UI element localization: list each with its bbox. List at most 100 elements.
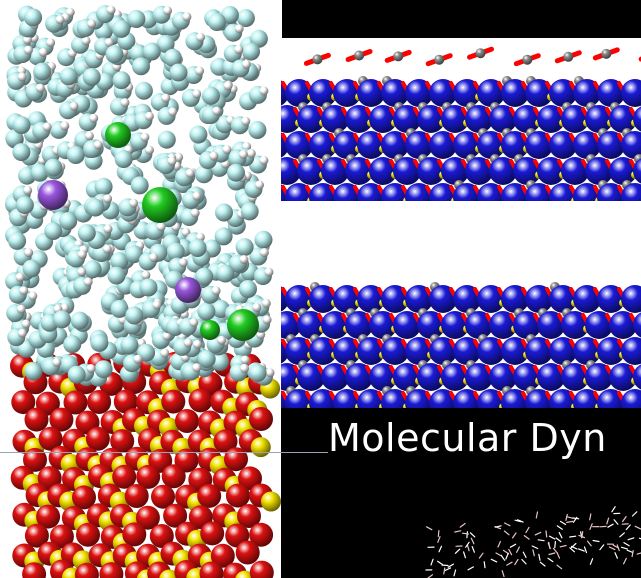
water-oxygen-atom [238, 150, 248, 159]
water-oxygen-atom [23, 185, 33, 195]
oxygen-atom [24, 407, 49, 432]
water-hydrogen-atom [44, 158, 63, 177]
trajectory-bond [437, 560, 444, 566]
trajectory-bond [495, 552, 502, 557]
water-oxygen-atom [190, 208, 200, 218]
blue-atom [477, 79, 505, 107]
water-oxygen-atom [144, 145, 154, 155]
blue-atom [561, 311, 589, 339]
water-oxygen-atom [192, 89, 202, 99]
trajectory-bond [512, 532, 517, 539]
water-oxygen-atom [77, 267, 87, 277]
blue-atom [609, 157, 637, 185]
blue-atom [537, 363, 565, 391]
trajectory-bond [508, 548, 513, 556]
blue-atom [513, 311, 541, 339]
blue-atom [477, 337, 505, 365]
trajectory-bond [516, 546, 520, 553]
water-oxygen-atom [19, 286, 29, 296]
oxygen-atom [188, 388, 213, 413]
trajectory-bond [592, 539, 600, 543]
trajectory-bond [569, 547, 575, 553]
blue-atom [297, 363, 325, 391]
blue-atom [321, 311, 349, 339]
blue-atom [333, 131, 361, 159]
blue-atom [549, 285, 577, 313]
blue-atom [501, 79, 529, 107]
trajectory-bond [522, 551, 527, 558]
water-hydrogen-atom [235, 238, 254, 257]
blue-atom [441, 157, 469, 185]
trajectory-bond [552, 547, 558, 554]
blue-atom [621, 131, 641, 159]
trajectory-bond [555, 537, 562, 543]
trajectory-bond [466, 531, 468, 539]
md-trajectory-render [425, 506, 641, 578]
trajectory-bond [554, 541, 556, 549]
water-hydrogen-atom [166, 242, 185, 261]
water-oxygen-atom [23, 45, 33, 55]
trajectory-bond [478, 552, 484, 559]
water-oxygen-atom [17, 328, 27, 338]
oxygen-atom [225, 483, 250, 508]
blue-atom [537, 311, 565, 339]
oxygen-atom [74, 562, 99, 578]
blue-atom [513, 105, 541, 133]
trajectory-bond [466, 544, 470, 552]
blue-atom [417, 157, 445, 185]
trajectory-bond [463, 551, 466, 559]
blue-atom [429, 285, 457, 313]
blue-atom [285, 285, 313, 313]
water-hydrogen-atom [66, 146, 85, 164]
blue-atom [597, 131, 625, 159]
blue-atom [321, 105, 349, 133]
trajectory-bond [465, 541, 470, 548]
blue-atom [357, 337, 385, 365]
blue-atom [321, 157, 349, 185]
blue-atom [369, 105, 397, 133]
blue-atom [345, 157, 373, 185]
water-oxygen-atom [83, 277, 93, 287]
trajectory-bond [537, 539, 545, 542]
trajectory-bond [504, 522, 511, 527]
trajectory-bond [539, 561, 546, 567]
blue-atom [417, 105, 445, 133]
water-hydrogen-atom [215, 203, 233, 222]
trajectory-bond [437, 536, 441, 543]
water-hydrogen-atom [214, 227, 233, 246]
trajectory-bond [525, 526, 530, 534]
trajectory-bond [626, 549, 634, 554]
water-hydrogen-atom [12, 116, 31, 135]
blue-atom [333, 337, 361, 365]
trajectory-bond [430, 558, 434, 566]
water-hydrogen-atom [63, 335, 82, 354]
blue-atom [381, 337, 409, 365]
trajectory-bond [589, 513, 592, 521]
blue-atom [285, 131, 313, 159]
water-oxygen-atom [69, 101, 79, 111]
blue-atom [345, 363, 373, 391]
water-oxygen-atom [240, 355, 250, 365]
trajectory-bond [559, 520, 567, 526]
blue-atom [585, 105, 613, 133]
oxygen-atom [161, 464, 186, 489]
blue-atom [549, 131, 577, 159]
water-hydrogen-atom [236, 9, 255, 28]
blue-atom [561, 363, 589, 391]
trajectory-bond [607, 523, 614, 528]
oxygen-atom [76, 522, 100, 547]
blue-atom [633, 158, 641, 184]
blue-atom [585, 363, 613, 391]
oxygen-atom [136, 464, 161, 489]
water-oxygen-atom [120, 98, 130, 108]
trajectory-bond [619, 532, 625, 538]
water-hydrogen-atom [157, 130, 176, 149]
water-oxygen-atom [174, 152, 184, 162]
water-hydrogen-atom [125, 245, 143, 264]
blue-atom [297, 157, 325, 185]
blue-atom [453, 131, 481, 159]
blue-atom [405, 337, 433, 365]
water-oxygen-atom [255, 180, 264, 190]
oxygen-atom [124, 484, 149, 508]
blue-atom [621, 183, 641, 201]
